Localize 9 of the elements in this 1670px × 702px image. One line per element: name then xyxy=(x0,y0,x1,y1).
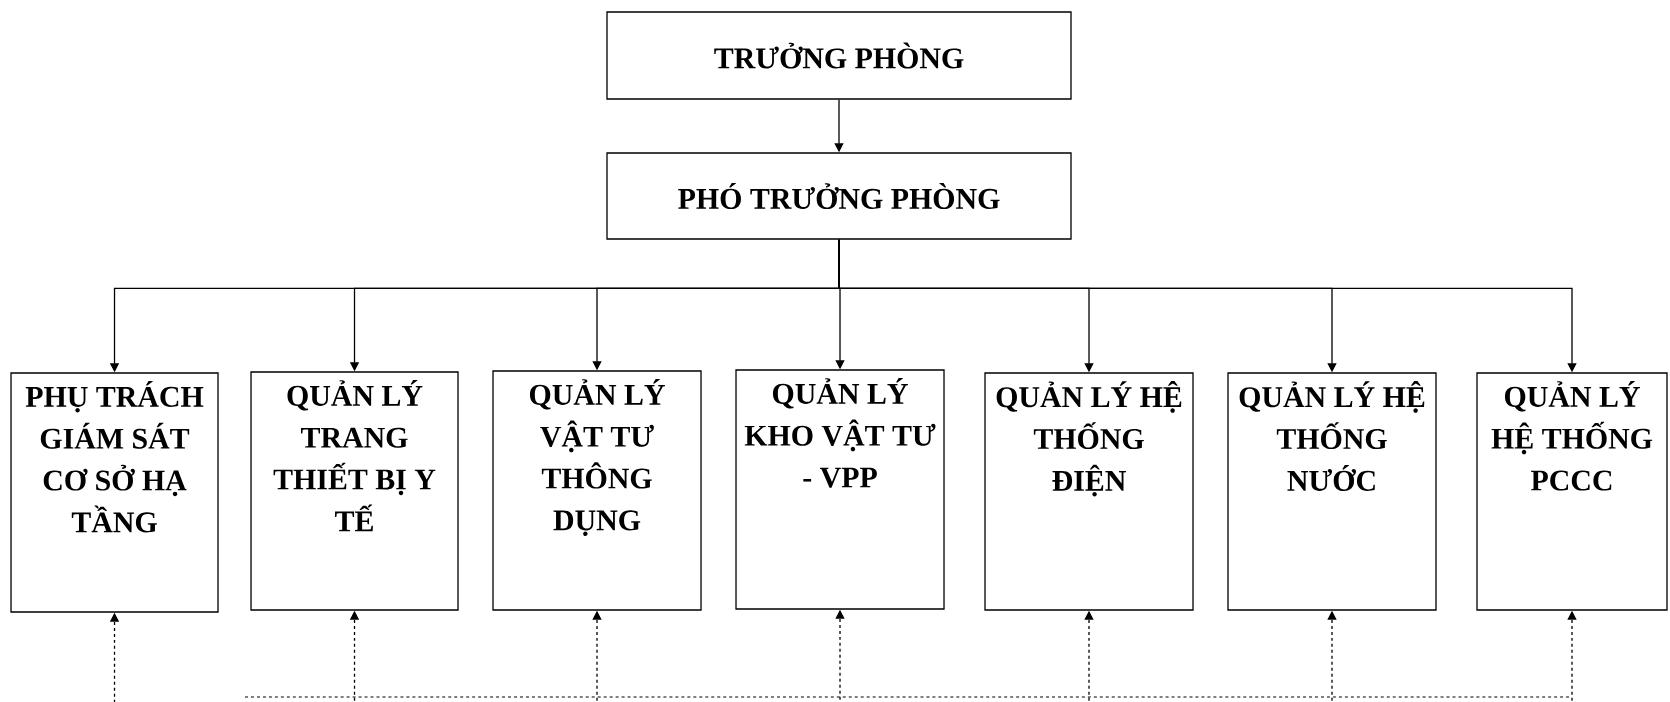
box: TRƯỞNG PHÒNG xyxy=(606,11,1072,100)
box: QUẢN LÝ HỆ THỐNG PCCC xyxy=(1476,372,1668,611)
box: PHÓ TRƯỞNG PHÒNG xyxy=(606,152,1072,240)
box: QUẢN LÝ HỆ THỐNG NƯỚC xyxy=(1227,372,1437,611)
box: PHỤ TRÁCH GIÁM SÁT CƠ SỞ HẠ TẦNG xyxy=(10,372,219,613)
box: QUẢN LÝ TRANG THIẾT BỊ Y TẾ xyxy=(250,371,459,611)
box: QUẢN LÝ HỆ THỐNG ĐIỆN xyxy=(984,372,1194,611)
box: QUẢN LÝ KHO VẬT TƯ - VPP xyxy=(735,369,945,610)
box: QUẢN LÝ VẬT TƯ THÔNG DỤNG xyxy=(492,370,702,611)
